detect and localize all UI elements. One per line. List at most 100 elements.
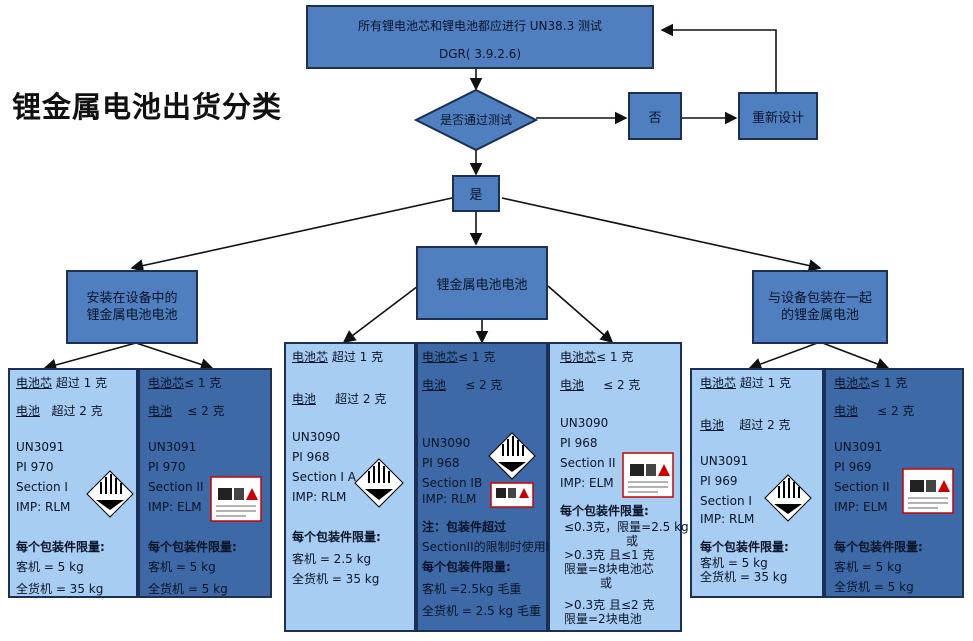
class9-hazard-label-icon: [86, 470, 134, 518]
limit-heading: 每个包装件限量:: [422, 560, 511, 574]
un-number: UN3091: [16, 440, 65, 454]
limit-heading: 每个包装件限量:: [834, 540, 923, 554]
battery-limit: 超过 2 克: [739, 418, 791, 432]
cell-label: 电池芯: [422, 350, 459, 364]
category-standalone: 锂金属电池电池: [416, 246, 548, 320]
cell-limit: ≤ 1 克: [870, 376, 908, 390]
panel-pi969-section-i: 电池芯 超过 1 克 电池 超过 2 克 UN3091 PI 969 Secti…: [690, 368, 824, 598]
un-number: UN3090: [422, 436, 471, 450]
section: Section IB: [422, 476, 483, 490]
limit-heading: 每个包装件限量:: [700, 540, 789, 554]
un-number: UN3091: [148, 440, 197, 454]
battery-limit: ≤ 2 克: [603, 378, 641, 392]
un383-test-box: 所有锂电池芯和锂电池都应进行 UN38.3 测试 DGR( 3.9.2.6): [306, 5, 654, 69]
imp-code: IMP: RLM: [700, 512, 755, 526]
lithium-battery-handling-label-icon: [210, 476, 262, 522]
imp-code: IMP: ELM: [560, 476, 614, 490]
imp-code: IMP: RLM: [16, 500, 71, 514]
cell-limit: ≤ 1 克: [184, 376, 222, 390]
cell-label: 电池芯: [292, 350, 329, 364]
cell-limit: ≤ 1 克: [458, 350, 496, 364]
packing-instruction: PI 968: [292, 450, 330, 464]
battery-label: 电池: [422, 378, 447, 392]
limit-heading: 每个包装件限量:: [16, 540, 105, 554]
cargo-limit: 全货机 = 35 kg: [700, 570, 788, 584]
or-separator: 或: [626, 534, 639, 548]
cargo-limit: 全货机 = 35 kg: [292, 572, 380, 586]
panel-pi968-section-ii: 电池芯≤ 1 克 电池 ≤ 2 克 UN3090 PI 968 Section …: [548, 342, 689, 632]
passenger-limit: 客机 = 5 kg: [834, 560, 902, 574]
limit-heading: 每个包装件限量:: [292, 530, 381, 544]
panel-pi968-section-ia: 电池芯 超过 1 克 电池 超过 2 克 UN3090 PI 968 Secti…: [284, 342, 416, 632]
cell-limit: ≤ 1 克: [596, 350, 634, 364]
passenger-limit: 客机 = 5 kg: [700, 556, 768, 570]
category-packed-with-equipment: 与设备包装在一起的锂金属电池: [752, 270, 888, 344]
cell-label: 电池芯: [700, 376, 737, 390]
cargo-limit: 全货机 = 5 kg: [148, 582, 228, 596]
un-number: UN3090: [292, 430, 341, 444]
battery-limit: ≤ 2 克: [187, 404, 225, 418]
cell-limit: 超过 1 克: [331, 350, 384, 364]
battery-limit: ≤ 2 克: [465, 378, 503, 392]
cell-limit: 超过 1 克: [739, 376, 792, 390]
section: Section II: [148, 480, 204, 494]
battery-label: 电池: [292, 392, 317, 406]
packing-instruction: PI 968: [422, 456, 460, 470]
section: Section I: [16, 480, 68, 494]
battery-limit: ≤ 2 克: [877, 404, 915, 418]
cargo-limit: 全货机 = 35 kg: [16, 582, 104, 596]
top-line-1: 所有锂电池芯和锂电池都应进行 UN38.3 测试: [357, 19, 603, 33]
class9-hazard-label-icon: [488, 432, 536, 480]
imp-code: IMP: ELM: [834, 500, 888, 514]
panel-pi970-section-ii: 电池芯≤ 1 克 电池 ≤ 2 克 UN3091 PI 970 Section …: [138, 368, 272, 598]
cargo-limit: 全货机 = 2.5 kg 毛重: [422, 604, 541, 618]
section: Section II: [834, 480, 890, 494]
battery-label: 电池: [834, 404, 859, 418]
page-title: 锂金属电池出货分类: [12, 90, 283, 124]
limit-option-3: >0.3克 且≤2 克: [564, 598, 655, 612]
limit-heading: 每个包装件限量:: [560, 504, 649, 518]
limit-option-3-value: 限量=2块电池: [564, 612, 642, 626]
class9-hazard-label-icon: [354, 458, 404, 508]
limit-option-1: ≤0.3克，限量=2.5 kg: [564, 520, 689, 534]
un-number: UN3090: [560, 416, 609, 430]
cell-label: 电池芯: [834, 376, 871, 390]
panel-pi968-section-ib: 电池芯≤ 1 克 电池 ≤ 2 克 UN3090 PI 968 Section …: [416, 342, 557, 632]
un-number: UN3091: [700, 454, 749, 468]
imp-code: IMP: RLM: [292, 490, 347, 504]
section: Section II: [560, 456, 616, 470]
passenger-limit: 客机 = 5 kg: [16, 560, 84, 574]
decision-diamond: [414, 88, 538, 152]
note-line-1: 注：包装件超过: [422, 520, 507, 534]
passenger-limit: 客机 =2.5kg 毛重: [422, 582, 522, 596]
cell-label: 电池芯: [16, 376, 53, 390]
imp-code: IMP: RLM: [422, 492, 477, 506]
panel-pi969-section-ii: 电池芯≤ 1 克 电池 ≤ 2 克 UN3091 PI 969 Section …: [824, 368, 964, 598]
imp-code: IMP: ELM: [148, 500, 202, 514]
battery-limit: 超过 2 克: [335, 392, 387, 406]
battery-label: 电池: [148, 404, 173, 418]
decision-label: 是否通过测试: [439, 113, 512, 127]
packing-instruction: PI 969: [700, 474, 738, 488]
packing-instruction: PI 970: [16, 460, 54, 474]
battery-limit: 超过 2 克: [51, 404, 103, 418]
cell-label: 电池芯: [560, 350, 597, 364]
cell-label: 电池芯: [148, 376, 185, 390]
battery-label: 电池: [700, 418, 725, 432]
panel-pi970-section-i: 电池芯 超过 1 克 电池 超过 2 克 UN3091 PI 970 Secti…: [8, 368, 138, 598]
passenger-limit: 客机 = 2.5 kg: [292, 552, 372, 566]
class9-hazard-label-icon: [764, 474, 812, 522]
note-line-2: SectionII的限制时使用IB: [422, 540, 558, 554]
passenger-limit: 客机 = 5 kg: [148, 560, 216, 574]
top-line-2: DGR( 3.9.2.6): [438, 47, 522, 61]
battery-label: 电池: [560, 378, 585, 392]
section: Section I: [700, 494, 752, 508]
lithium-battery-handling-label-icon: [622, 452, 674, 498]
category-installed-in-equipment: 安装在设备中的锂金属电池电池: [66, 270, 198, 344]
limit-heading: 每个包装件限量:: [148, 540, 237, 554]
lithium-battery-handling-label-icon: [902, 468, 954, 514]
cargo-limit: 全货机 = 5 kg: [834, 580, 914, 594]
section: Section I A: [292, 470, 356, 484]
yes-box: 是: [452, 175, 500, 212]
